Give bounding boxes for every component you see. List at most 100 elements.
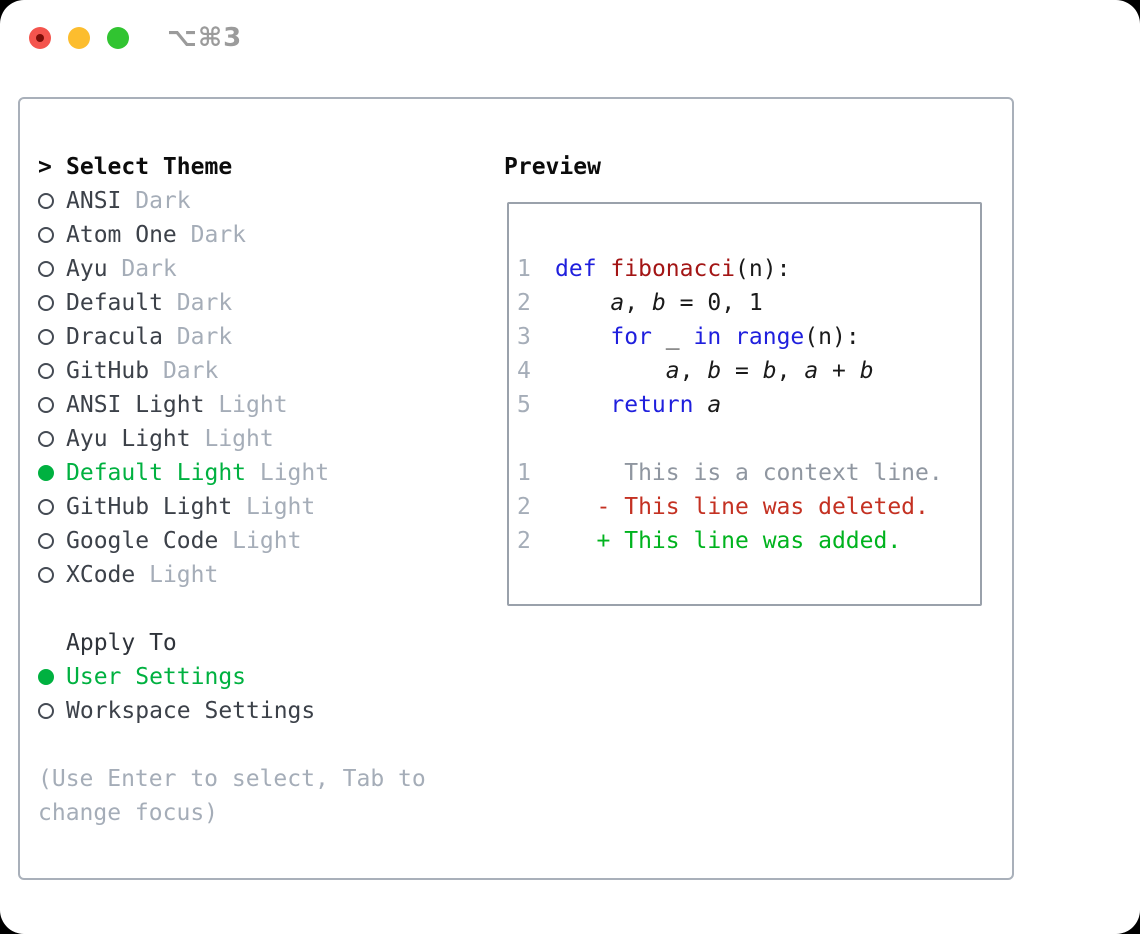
apply-to-option[interactable]: User Settings: [38, 660, 486, 694]
code-line: 4 a, b = b, a + b: [517, 354, 980, 388]
radio-icon: [38, 490, 66, 515]
code-token: ,: [679, 358, 708, 384]
theme-option-name: XCode: [66, 562, 136, 588]
theme-option[interactable]: Default Dark: [38, 286, 486, 320]
code-token: return: [610, 392, 694, 418]
theme-option[interactable]: XCode Light: [38, 558, 486, 592]
radio-icon: [38, 524, 66, 549]
apply-to-title: Apply To: [66, 630, 177, 656]
line-number: 1: [517, 256, 531, 282]
window-title-shortcut: ⌥⌘3: [167, 23, 243, 53]
diff-text: - This line was deleted.: [555, 494, 929, 520]
theme-option[interactable]: ANSI Light Light: [38, 388, 486, 422]
theme-option-tag: Dark: [149, 358, 219, 384]
theme-option-tag: Light: [204, 392, 288, 418]
code-token: b: [707, 358, 722, 384]
code-token: (n):: [735, 256, 791, 282]
apply-to-option-label: User Settings: [66, 664, 247, 690]
code-token: [597, 256, 611, 282]
code-token: (n):: [804, 324, 860, 350]
radio-icon: [38, 354, 66, 379]
apply-to-option-label: Workspace Settings: [66, 698, 316, 724]
theme-option[interactable]: Dracula Dark: [38, 320, 486, 354]
radio-selected-icon: [38, 660, 66, 685]
prompt-caret-icon: >: [38, 154, 52, 180]
code-line: 2 a, b = 0, 1: [517, 286, 980, 320]
code-token: def: [555, 256, 597, 282]
theme-option-tag: Light: [232, 494, 316, 520]
theme-option[interactable]: GitHub Light Light: [38, 490, 486, 524]
code-token: b: [651, 290, 666, 316]
code-token: [693, 392, 707, 418]
diff-line: 1 This is a context line.: [517, 456, 980, 490]
code-token: b: [859, 358, 874, 384]
code-line: 3 for _ in range(n):: [517, 320, 980, 354]
theme-option[interactable]: Ayu Light Light: [38, 422, 486, 456]
code-token: +: [818, 358, 860, 384]
theme-option-name: Dracula: [66, 324, 163, 350]
line-number: 5: [517, 392, 531, 418]
code-token: a: [804, 358, 819, 384]
radio-icon: [38, 694, 66, 719]
theme-option-tag: Dark: [162, 290, 233, 316]
theme-option-name: Google Code: [66, 528, 219, 554]
close-button[interactable]: [29, 27, 51, 49]
preview-heading: Preview: [504, 154, 601, 180]
code-line: 5 return a: [517, 388, 980, 422]
theme-option[interactable]: GitHub Dark: [38, 354, 486, 388]
radio-icon: [38, 218, 66, 243]
apply-to-header: Apply To: [38, 626, 486, 660]
code-token: ,: [624, 290, 652, 316]
diff-text: + This line was added.: [555, 528, 902, 554]
radio-icon: [38, 320, 66, 345]
code-token: range: [735, 324, 805, 350]
theme-option-name: Ayu: [66, 256, 108, 282]
hint-text: (Use Enter to select, Tab to change focu…: [38, 766, 426, 826]
theme-option[interactable]: Atom One Dark: [38, 218, 486, 252]
radio-icon: [38, 286, 66, 311]
theme-option[interactable]: Ayu Dark: [38, 252, 486, 286]
theme-option[interactable]: ANSI Dark: [38, 184, 486, 218]
radio-icon: [38, 184, 66, 209]
radio-icon: [38, 558, 66, 583]
theme-option-tag: Light: [135, 562, 219, 588]
radio-icon: [38, 252, 66, 277]
code-token: b: [762, 358, 777, 384]
theme-option[interactable]: Google Code Light: [38, 524, 486, 558]
theme-option[interactable]: Default Light Light: [38, 456, 486, 490]
theme-option-tag: Light: [246, 460, 330, 486]
theme-option-name: Ayu Light: [66, 426, 191, 452]
code-token: a: [665, 358, 680, 384]
zoom-button[interactable]: [107, 27, 129, 49]
line-number: 4: [517, 358, 531, 384]
code-line: 1 def fibonacci(n):: [517, 252, 980, 286]
line-number: 2: [517, 290, 531, 316]
line-number: 2: [517, 528, 531, 554]
theme-option-name: ANSI Light: [66, 392, 205, 418]
code-token: [555, 290, 610, 316]
code-token: fibonacci: [610, 256, 736, 282]
theme-option-name: GitHub Light: [66, 494, 233, 520]
theme-option-name: Default: [66, 290, 163, 316]
theme-option-name: GitHub: [66, 358, 150, 384]
code-token: for: [610, 324, 652, 350]
code-token: ,: [776, 358, 805, 384]
code-token: =: [721, 358, 763, 384]
theme-option-tag: Dark: [107, 256, 177, 282]
theme-option-tag: Light: [218, 528, 302, 554]
blank-line: [517, 422, 980, 456]
minimize-button[interactable]: [68, 27, 90, 49]
code-token: a: [610, 290, 625, 316]
apply-to-option[interactable]: Workspace Settings: [38, 694, 486, 728]
select-theme-title: Select Theme: [66, 154, 233, 180]
line-number: 3: [517, 324, 531, 350]
line-number: 2: [517, 494, 531, 520]
code-token: [555, 324, 610, 350]
radio-icon: [38, 388, 66, 413]
line-number: 1: [517, 460, 531, 486]
